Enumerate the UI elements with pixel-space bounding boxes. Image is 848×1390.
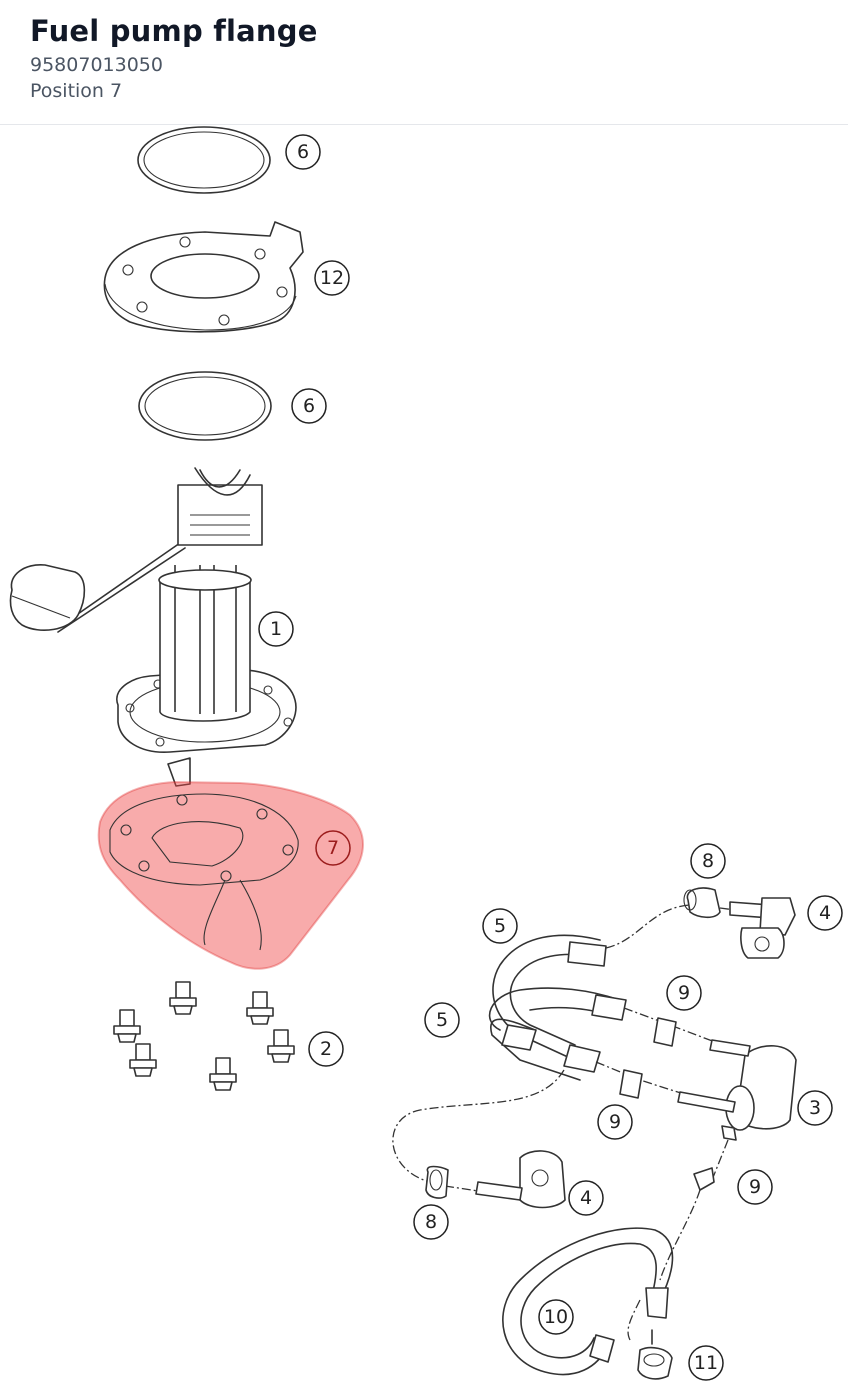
svg-text:1: 1 bbox=[270, 618, 282, 640]
svg-text:11: 11 bbox=[694, 1352, 718, 1374]
spring-clip[interactable] bbox=[637, 1329, 673, 1380]
fuel-pump-module[interactable] bbox=[9, 467, 297, 787]
assembly-lines bbox=[392, 904, 736, 1341]
callout-10[interactable]: 10 bbox=[538, 1299, 574, 1335]
o-ring-top[interactable] bbox=[137, 126, 271, 194]
svg-text:2: 2 bbox=[320, 1038, 332, 1060]
callout-9-top[interactable]: 9 bbox=[666, 975, 702, 1011]
callout-7[interactable]: 7 bbox=[315, 830, 351, 866]
svg-text:4: 4 bbox=[819, 902, 831, 924]
svg-text:5: 5 bbox=[436, 1009, 448, 1031]
callout-9-middle[interactable]: 9 bbox=[597, 1104, 633, 1140]
svg-text:7: 7 bbox=[327, 837, 339, 859]
callout-6-middle[interactable]: 6 bbox=[291, 388, 327, 424]
svg-text:8: 8 bbox=[702, 850, 714, 872]
callout-11[interactable]: 11 bbox=[688, 1345, 724, 1381]
callout-5-top[interactable]: 5 bbox=[482, 908, 518, 944]
svg-text:6: 6 bbox=[297, 141, 309, 163]
o-ring-middle[interactable] bbox=[138, 371, 272, 441]
callout-3[interactable]: 3 bbox=[797, 1090, 833, 1126]
svg-text:4: 4 bbox=[580, 1187, 592, 1209]
svg-text:3: 3 bbox=[809, 1097, 821, 1119]
callout-8-top[interactable]: 8 bbox=[690, 843, 726, 879]
callout-5-bottom[interactable]: 5 bbox=[424, 1002, 460, 1038]
callout-1[interactable]: 1 bbox=[258, 611, 294, 647]
page-title: Fuel pump flange bbox=[30, 14, 318, 48]
callout-6-top[interactable]: 6 bbox=[285, 134, 321, 170]
svg-text:9: 9 bbox=[609, 1111, 621, 1133]
svg-text:10: 10 bbox=[544, 1306, 568, 1328]
clamp-ring-bottom[interactable] bbox=[425, 1165, 449, 1199]
callout-9-bottom[interactable]: 9 bbox=[737, 1169, 773, 1205]
position-label: Position 7 bbox=[30, 80, 123, 102]
connector-top[interactable] bbox=[729, 897, 796, 959]
svg-text:12: 12 bbox=[320, 267, 344, 289]
fuel-filter[interactable] bbox=[677, 1039, 797, 1141]
corrugated-hose[interactable] bbox=[502, 1227, 674, 1376]
connector-bottom[interactable] bbox=[475, 1150, 566, 1209]
svg-text:6: 6 bbox=[303, 395, 315, 417]
clamp-ring-top[interactable] bbox=[683, 887, 721, 919]
svg-text:8: 8 bbox=[425, 1211, 437, 1233]
callout-2[interactable]: 2 bbox=[308, 1031, 344, 1067]
fuel-hoses[interactable] bbox=[488, 934, 627, 1081]
svg-text:9: 9 bbox=[678, 982, 690, 1004]
callout-4-top[interactable]: 4 bbox=[807, 895, 843, 931]
svg-text:9: 9 bbox=[749, 1176, 761, 1198]
callout-8-bottom[interactable]: 8 bbox=[413, 1204, 449, 1240]
mounting-plate[interactable] bbox=[103, 221, 304, 333]
bolts[interactable] bbox=[113, 981, 295, 1091]
callout-4-bottom[interactable]: 4 bbox=[568, 1180, 604, 1216]
hose-clips[interactable] bbox=[619, 1017, 715, 1191]
part-number: 95807013050 bbox=[30, 54, 163, 76]
svg-text:5: 5 bbox=[494, 915, 506, 937]
header: Fuel pump flange 95807013050 Position 7 bbox=[0, 0, 848, 125]
callout-12[interactable]: 12 bbox=[314, 260, 350, 296]
gasket[interactable] bbox=[109, 793, 299, 951]
